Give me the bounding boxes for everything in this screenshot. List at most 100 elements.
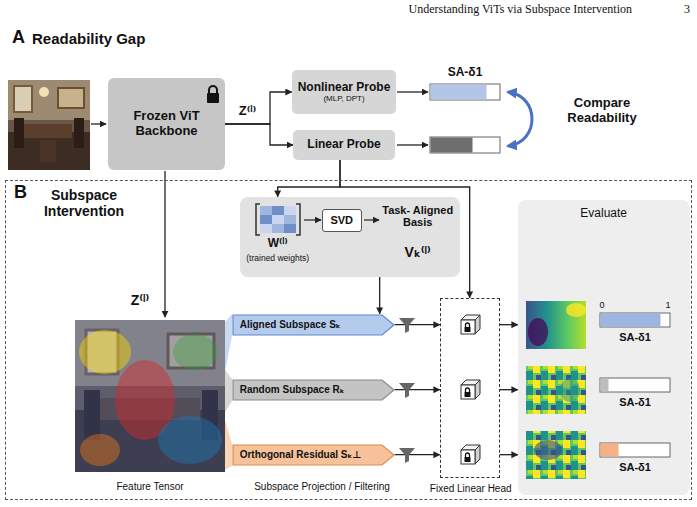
filter-icon	[399, 318, 415, 333]
matrix-symbol: W⁽ˡ⁾	[268, 237, 288, 251]
scene-photo	[8, 80, 90, 120]
band-label: Orthogonal Residual Sₖ⊥	[240, 449, 362, 461]
basis-box: SVD W⁽ˡ⁾ (trained weights) Task- Aligned Ba…	[240, 197, 460, 277]
band-label: Aligned Subspace Sₖ	[240, 319, 341, 331]
basis-symbol: Vₖ⁽ˡ⁾	[405, 244, 431, 260]
box-label: Nonlinear Probe	[298, 81, 391, 95]
box-label: Linear Probe	[307, 138, 380, 152]
flow-arrow	[91, 123, 106, 124]
scene-photo	[8, 80, 90, 170]
filter-icon	[399, 383, 415, 398]
matrix-icon	[260, 206, 272, 215]
panel-heading: Readability Gap	[32, 30, 145, 47]
score-bar	[430, 84, 500, 100]
feature-tensor	[79, 330, 131, 374]
depth-map	[534, 440, 562, 460]
connector-arrow	[395, 324, 440, 325]
frozen-head-icon	[461, 315, 480, 464]
panel-letter: B	[14, 182, 27, 203]
scene-photo	[14, 118, 24, 148]
subspace-band: Random Subspace Rₖ	[232, 379, 395, 401]
band-arrow-shape	[233, 445, 394, 465]
scene-photo	[14, 86, 32, 112]
lock-icon	[207, 93, 219, 103]
connector-arrow	[225, 92, 292, 124]
stage-caption: Feature Tensor	[116, 481, 183, 493]
connector-arrow	[500, 454, 518, 455]
scene-photo	[8, 80, 90, 170]
flow-arrow	[397, 91, 428, 92]
feature-tensor	[80, 434, 120, 466]
flow-arrow	[364, 219, 379, 220]
flow-arrow	[304, 219, 321, 220]
svd-box: SVD	[322, 209, 362, 232]
score-bar	[600, 443, 618, 456]
feature-tensor	[75, 320, 225, 472]
score-bar	[600, 378, 670, 392]
matrix-icon	[272, 215, 284, 224]
evaluate-panel: Evaluate	[518, 200, 690, 495]
scene-photo	[74, 118, 84, 148]
score-bar	[431, 138, 473, 153]
compare-arrow	[508, 92, 532, 146]
scale-tick: 1	[665, 300, 670, 310]
depth-map	[526, 366, 586, 414]
panel-region: SVD W⁽ˡ⁾ (trained weights) Task- Aligned Ba…	[5, 180, 692, 500]
depth-map	[528, 318, 548, 346]
depth-map	[566, 303, 586, 317]
connector-arrow	[395, 454, 440, 455]
matrix-icon	[284, 206, 296, 215]
score-bar	[600, 443, 670, 457]
matrix-icon	[296, 204, 300, 235]
frozen-head-icon	[461, 315, 480, 334]
metric-label: SA-δ1	[619, 331, 651, 344]
basis-label: Task- Aligned Basis	[377, 204, 459, 229]
score-bar	[600, 378, 608, 391]
matrix-icon	[284, 215, 296, 224]
matrix-icon	[260, 224, 272, 233]
scale-tick: 0	[599, 300, 604, 310]
score-bar	[600, 313, 670, 327]
box-label: Frozen ViT Backbone	[123, 109, 211, 139]
projection-wedge	[225, 370, 232, 412]
score-bar	[600, 313, 670, 457]
edge-label: Z⁽ˡ⁾	[237, 104, 258, 119]
tensor-symbol: Z⁽ˡ⁾	[131, 292, 150, 308]
score-bar	[431, 85, 487, 100]
depth-map	[526, 431, 586, 479]
connector-arrow	[225, 124, 293, 145]
probe-box: Nonlinear Probe(MLP, DPT)	[292, 70, 397, 114]
connector-arrow	[278, 160, 340, 197]
scene-photo	[39, 87, 49, 97]
projection-wedge	[225, 314, 232, 470]
comparison-note: Compare Readability	[555, 96, 650, 126]
band-label: Random Subspace Rₖ	[240, 384, 345, 396]
result-maps	[518, 200, 690, 495]
matrix-caption: (trained weights)	[246, 254, 309, 264]
matrix-icon	[260, 215, 272, 224]
score-bar	[430, 84, 500, 153]
connector-arrow	[500, 324, 518, 325]
connector-arrow	[395, 389, 440, 390]
frozen-head-icon	[461, 445, 480, 464]
panel-letter: A	[12, 27, 25, 48]
projection-wedge	[225, 420, 232, 470]
metric-label: SA-δ1	[619, 396, 651, 409]
depth-map	[526, 301, 586, 349]
box-sublabel: (MLP, DPT)	[323, 94, 364, 103]
matrix-icon	[272, 206, 284, 215]
matrix-icon	[272, 224, 284, 233]
backbone-box: Frozen ViT Backbone	[108, 78, 225, 170]
stage-caption: Fixed Linear Head	[430, 483, 512, 495]
page-number: 3	[684, 3, 690, 17]
feature-tensor	[75, 320, 225, 472]
feature-tensor	[75, 320, 225, 472]
matrix-icon	[256, 204, 300, 235]
matrix-icon	[256, 204, 260, 235]
depth-map	[560, 378, 580, 402]
flow-arrow	[164, 171, 165, 317]
metric-label: SA-δ1	[448, 66, 483, 80]
score-bar	[600, 313, 660, 326]
probe-box: Linear Probe	[293, 130, 395, 160]
